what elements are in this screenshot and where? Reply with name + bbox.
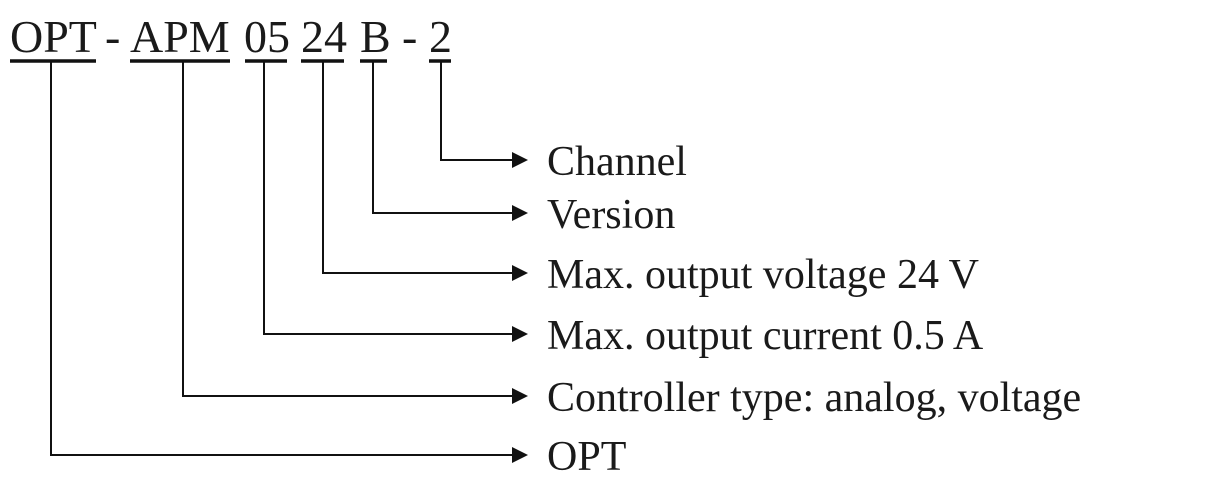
label-controller: Controller type: analog, voltage	[547, 375, 1081, 421]
part-number-code: OPT - APM 05 24 B - 2	[10, 11, 452, 62]
separator-2: -	[402, 11, 417, 62]
segment-24: 24	[301, 11, 347, 62]
arrowhead-icon	[512, 265, 528, 281]
arrowhead-icon	[512, 388, 528, 404]
arrowhead-icon	[512, 152, 528, 168]
separator-1: -	[105, 11, 120, 62]
label-opt: OPT	[547, 434, 626, 480]
arrowhead-icon	[512, 447, 528, 463]
connector-opt	[50, 61, 514, 456]
segment-apm: APM	[130, 11, 230, 62]
segment-05: 05	[244, 11, 290, 62]
connector-channel	[440, 61, 514, 161]
descriptions: Channel Version Max. output voltage 24 V…	[547, 139, 1081, 480]
arrowheads	[512, 152, 528, 463]
label-current: Max. output current 0.5 A	[547, 313, 984, 359]
label-voltage: Max. output voltage 24 V	[547, 252, 979, 298]
segment-2: 2	[429, 11, 452, 62]
segment-opt: OPT	[10, 11, 97, 62]
segment-b: B	[360, 11, 391, 62]
connectors	[50, 61, 514, 456]
connector-version	[372, 61, 514, 214]
arrowhead-icon	[512, 205, 528, 221]
label-channel: Channel	[547, 139, 687, 185]
connector-voltage	[322, 61, 514, 274]
label-version: Version	[547, 192, 675, 238]
arrowhead-icon	[512, 326, 528, 342]
connector-controller	[182, 61, 514, 397]
connector-current	[263, 61, 514, 335]
